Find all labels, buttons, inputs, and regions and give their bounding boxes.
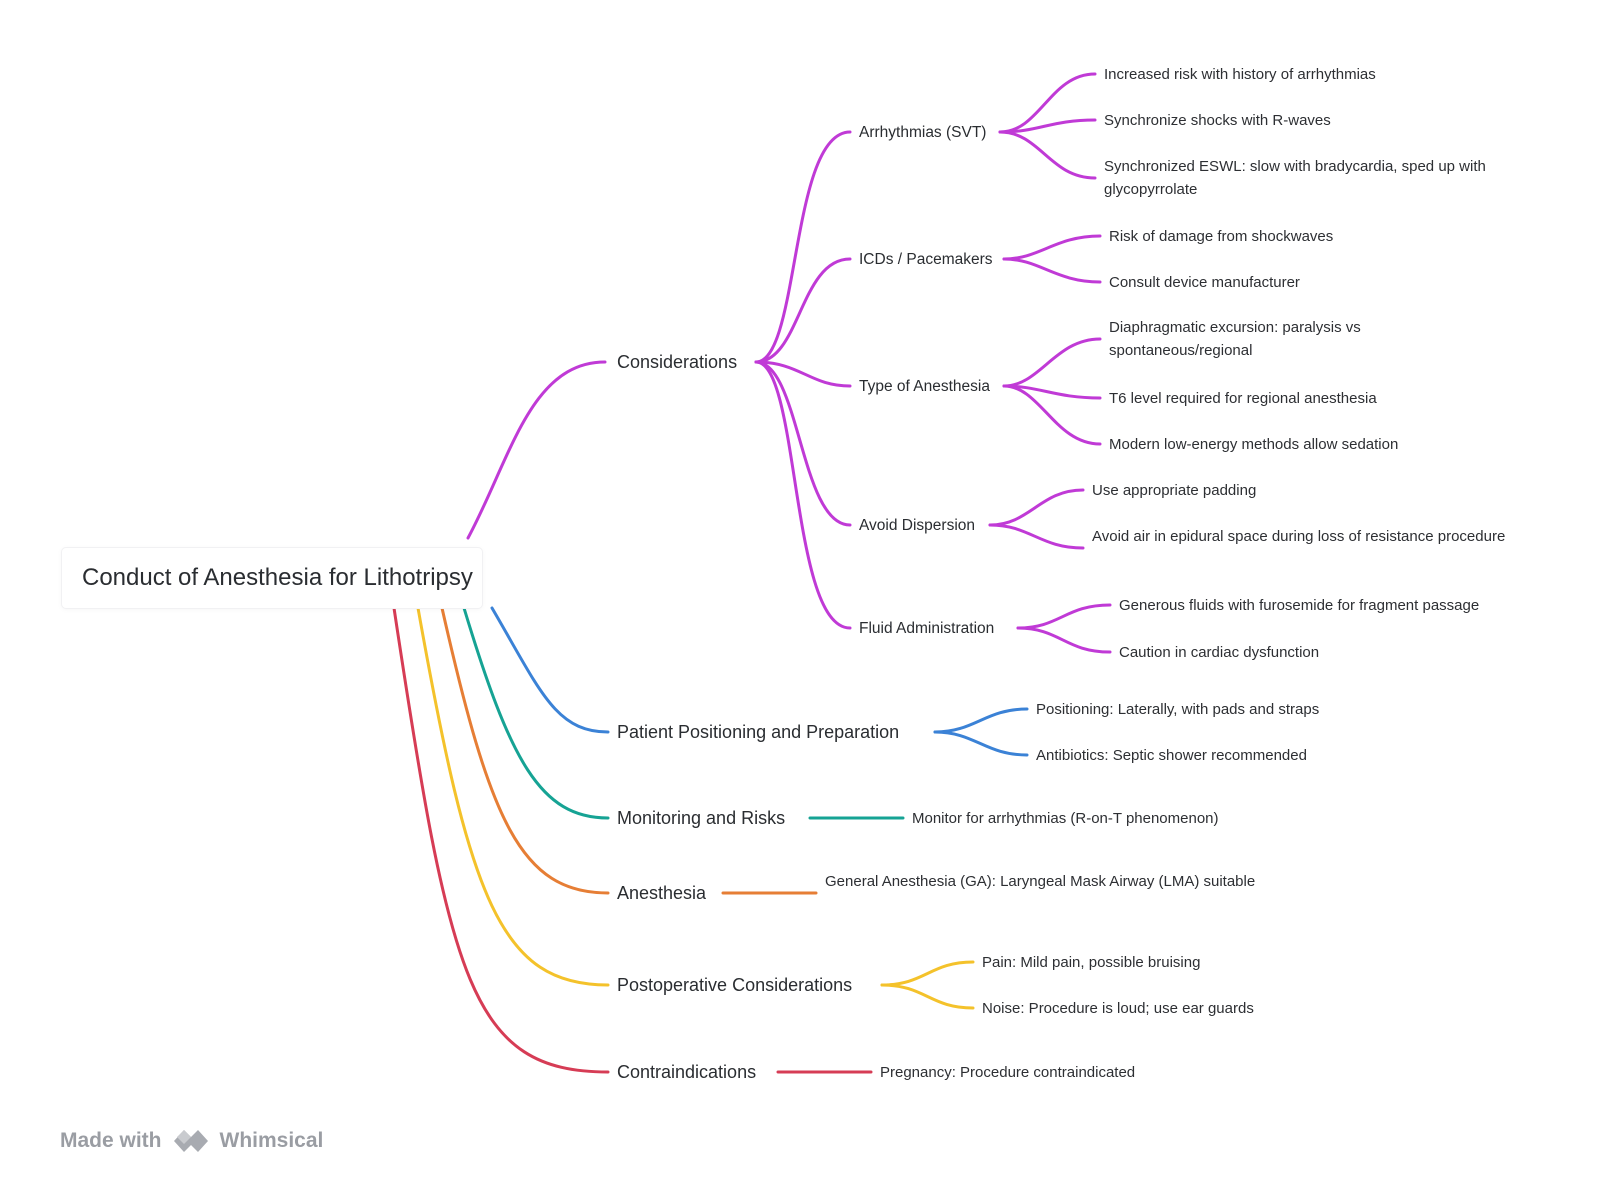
leaf-postop-2[interactable]: Noise: Procedure is loud; use ear guards [982, 1000, 1254, 1017]
made-with-whimsical[interactable]: Made with Whimsical [60, 1124, 323, 1158]
connector-root-monitoring [462, 606, 610, 820]
leaf-arrhythmias-3[interactable]: Synchronized ESWL: slow with bradycardia… [1104, 158, 1486, 198]
leaf-anesthesia-1[interactable]: General Anesthesia (GA): Laryngeal Mask … [825, 873, 1256, 890]
leaf-fluid-1[interactable]: Generous fluids with furosemide for frag… [1119, 597, 1480, 614]
branch-anesthesia[interactable]: Anesthesia [617, 883, 707, 903]
leaf-icds-1[interactable]: Risk of damage from shockwaves [1109, 228, 1334, 245]
connector-considerations-fluid [754, 360, 852, 630]
topic-icds-pacemakers[interactable]: ICDs / Pacemakers [859, 251, 993, 268]
leaf-arrhythmias-1[interactable]: Increased risk with history of arrhythmi… [1104, 66, 1376, 83]
connector-root-contra [392, 606, 610, 1074]
connector-dispersion-2 [988, 523, 1085, 550]
connector-considerations-arrhythmias [754, 130, 852, 364]
whimsical-logo-icon [170, 1124, 212, 1158]
connector-icds-2 [1002, 257, 1102, 284]
connector-considerations-dispersion [754, 360, 852, 527]
connector-considerations-icds [754, 257, 852, 364]
whimsical-brand: Whimsical [219, 1129, 324, 1152]
leaf-type-2[interactable]: T6 level required for regional anesthesi… [1109, 390, 1377, 407]
connector-root-positioning [490, 606, 610, 734]
branch-considerations[interactable]: Considerations [617, 352, 738, 372]
connector-arrhythmias-1 [998, 72, 1097, 134]
connector-positioning-1 [933, 707, 1029, 734]
leaf-positioning-1[interactable]: Positioning: Laterally, with pads and st… [1036, 701, 1320, 718]
branch-positioning[interactable]: Patient Positioning and Preparation [617, 722, 900, 742]
branch-postop[interactable]: Postoperative Considerations [617, 975, 853, 995]
connector-root-postop [416, 606, 610, 987]
leaf-contraindications-1[interactable]: Pregnancy: Procedure contraindicated [880, 1064, 1136, 1081]
connector-fluid-1 [1016, 603, 1112, 630]
topic-fluid-administration[interactable]: Fluid Administration [859, 620, 995, 637]
connector-arrhythmias-2 [998, 118, 1097, 134]
leaf-dispersion-1[interactable]: Use appropriate padding [1092, 482, 1257, 499]
topic-avoid-dispersion[interactable]: Avoid Dispersion [859, 517, 976, 534]
connector-considerations-type [754, 360, 852, 388]
topic-arrhythmias[interactable]: Arrhythmias (SVT) [859, 124, 987, 141]
connector-fluid-2 [1016, 626, 1112, 654]
leaf-fluid-2[interactable]: Caution in cardiac dysfunction [1119, 644, 1320, 661]
leaf-dispersion-2[interactable]: Avoid air in epidural space during loss … [1092, 528, 1506, 545]
branch-contraindications[interactable]: Contraindications [617, 1062, 757, 1082]
connector-icds-1 [1002, 234, 1102, 261]
leaf-type-3[interactable]: Modern low-energy methods allow sedation [1109, 436, 1399, 453]
leaf-arrhythmias-2[interactable]: Synchronize shocks with R-waves [1104, 112, 1331, 129]
connector-postop-2 [880, 983, 975, 1010]
leaf-type-1[interactable]: Diaphragmatic excursion: paralysis vs sp… [1109, 319, 1361, 359]
connector-root-anesthesia [440, 606, 610, 895]
connector-root-considerations [466, 360, 607, 540]
connector-type-3 [1002, 384, 1102, 446]
leaf-postop-1[interactable]: Pain: Mild pain, possible bruising [982, 954, 1201, 971]
leaf-monitoring-1[interactable]: Monitor for arrhythmias (R-on-T phenomen… [912, 810, 1219, 827]
branch-monitoring[interactable]: Monitoring and Risks [617, 808, 786, 828]
made-with-label: Made with [60, 1129, 162, 1152]
leaf-icds-2[interactable]: Consult device manufacturer [1109, 274, 1300, 291]
connector-arrhythmias-3 [998, 130, 1097, 180]
leaf-positioning-2[interactable]: Antibiotics: Septic shower recommended [1036, 747, 1307, 764]
root-topic[interactable]: Conduct of Anesthesia for Lithotripsy [62, 548, 482, 608]
connector-type-1 [1002, 337, 1102, 388]
connector-postop-1 [880, 960, 975, 987]
connector-positioning-2 [933, 730, 1029, 757]
topic-type-of-anesthesia[interactable]: Type of Anesthesia [859, 378, 990, 395]
connector-dispersion-1 [988, 488, 1085, 527]
